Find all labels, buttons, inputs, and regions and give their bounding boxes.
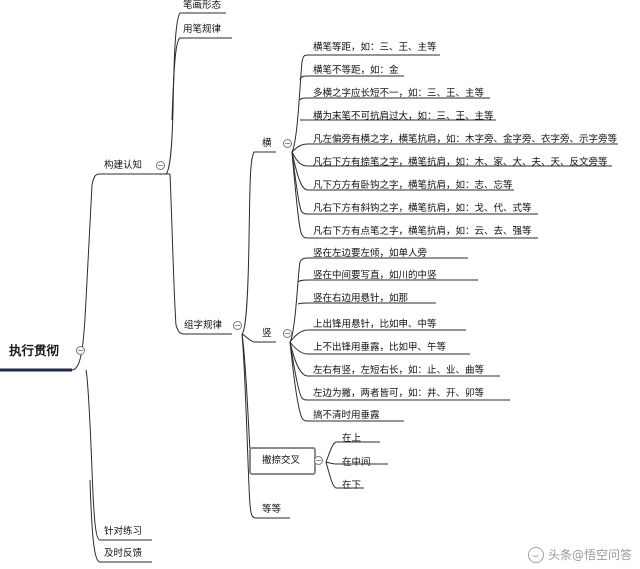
pie-na-leaf[interactable]: 在下 [342, 480, 362, 491]
smile-logo-icon [527, 546, 544, 563]
root-node[interactable]: 执行贯彻 [9, 343, 60, 358]
node-brush-rules[interactable]: 用笔规律 [183, 24, 222, 35]
pie-na-collapse-toggle[interactable]: − [314, 456, 323, 465]
heng-leaf[interactable]: 凡左偏旁有横之字，横笔抗肩，如：木字旁、金字旁、衣字旁、示字旁等 [313, 134, 618, 145]
shu-leaf[interactable]: 竖在左边要左倾，如单人旁 [313, 248, 428, 259]
heng-leaf[interactable]: 横笔不等距，如：金 [313, 65, 399, 76]
composition-collapse-toggle[interactable]: − [233, 321, 242, 330]
pie-na-leaf[interactable]: 在中间 [342, 457, 371, 468]
shu-leaf[interactable]: 上不出锋用垂露，比如甲、午等 [313, 342, 447, 353]
watermark-text: 头条@悟空问答 [547, 548, 632, 562]
heng-leaf[interactable]: 横笔等距，如：三、王、主等 [313, 42, 437, 53]
node-stroke-form[interactable]: 笔画形态 [183, 0, 222, 11]
group-shu[interactable]: 竖 [262, 328, 272, 339]
shu-collapse-toggle[interactable]: − [283, 329, 292, 338]
heng-leaf[interactable]: 横为末笔不可抗肩过大，如：三、王、主等 [313, 111, 494, 122]
heng-leaf[interactable]: 凡右下方有斜钩之字，横笔抗肩，如：戈、代、式等 [313, 203, 532, 214]
shu-leaf[interactable]: 竖在中间要写直，如川的中竖 [313, 270, 437, 281]
heng-leaf[interactable]: 凡右下方有捺笔之字，横笔抗肩，如：木、家、大、夫、天、反文旁等 [313, 157, 608, 168]
heng-leaf[interactable]: 凡下方方有卧钩之字，横笔抗肩，如：志、忘等 [313, 180, 513, 191]
heng-leaf[interactable]: 凡右下方有点笔之字，横笔抗肩，如：云、去、强等 [313, 226, 532, 237]
shu-leaf[interactable]: 左右有竖，左短右长，如：止、业、曲等 [313, 365, 485, 376]
cognition-collapse-toggle[interactable]: − [156, 161, 165, 170]
watermark: 头条@悟空问答 [527, 546, 632, 563]
shu-leaf[interactable]: 竖在右边用悬针，如那 [313, 293, 409, 304]
heng-leaf[interactable]: 多横之字应长短不一，如：三、王、主等 [313, 88, 485, 99]
group-heng[interactable]: 横 [262, 138, 272, 149]
heng-collapse-toggle[interactable]: − [283, 139, 292, 148]
root-collapse-toggle[interactable]: − [76, 346, 85, 355]
branch-practice[interactable]: 针对练习 [104, 526, 143, 537]
group-etc[interactable]: 等等 [262, 504, 282, 515]
branch-cognition[interactable]: 构建认知 [104, 160, 143, 171]
shu-leaf[interactable]: 左边为撇，两者皆可，如：井、开、卯等 [313, 388, 485, 399]
shu-leaf[interactable]: 上出锋用悬针，比如申、中等 [313, 319, 437, 330]
branch-feedback[interactable]: 及时反馈 [104, 548, 143, 559]
pie-na-leaf[interactable]: 在上 [342, 433, 362, 444]
shu-leaf[interactable]: 搞不清时用垂露 [313, 410, 380, 421]
node-composition-rules[interactable]: 组字规律 [184, 320, 223, 331]
group-pie-na[interactable]: 撇捺交叉 [262, 455, 301, 466]
